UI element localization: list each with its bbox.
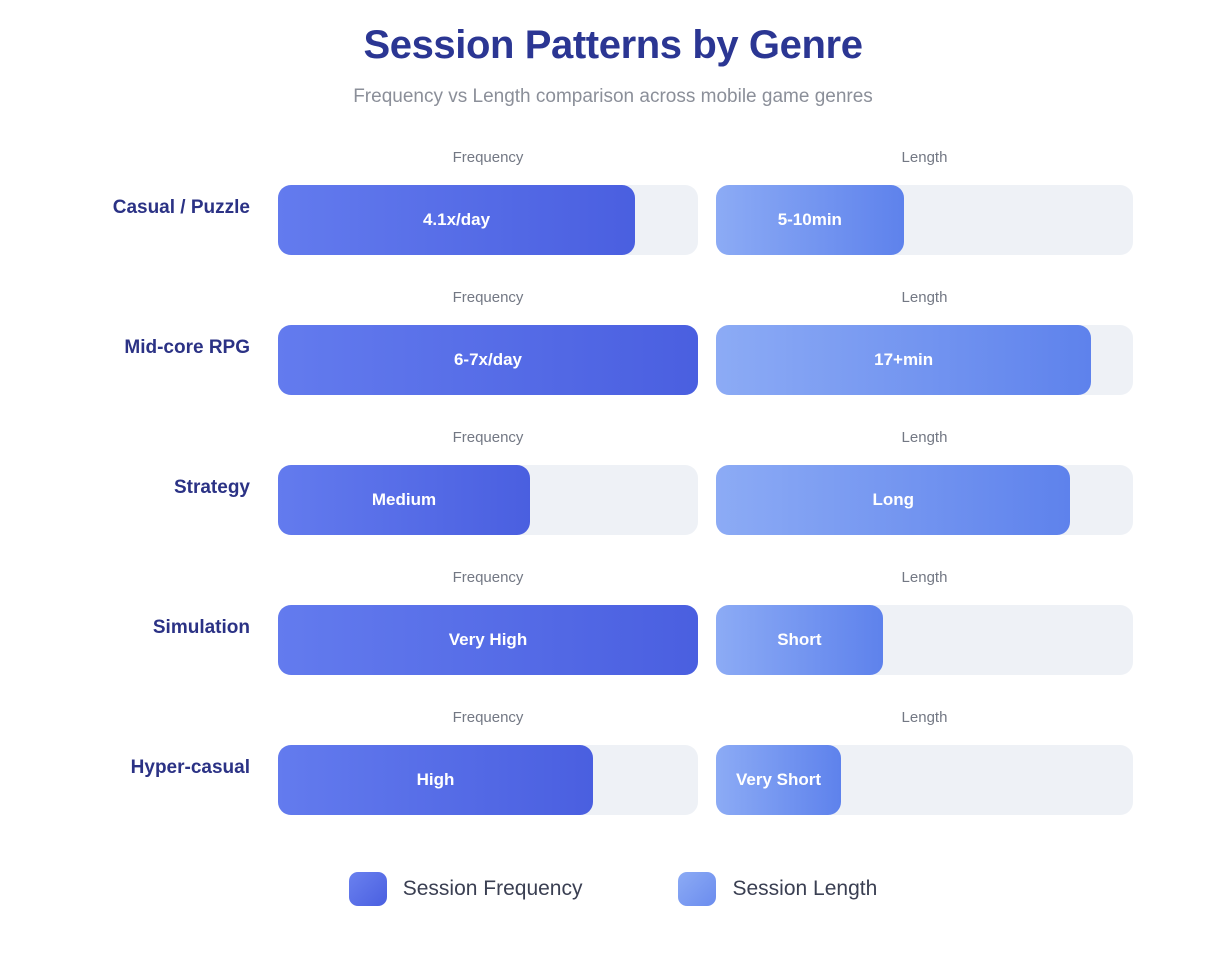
column-header-frequency: Frequency [452,428,524,446]
genre-row: Frequency Length Simulation Very High Sh… [0,565,1226,705]
column-headers: Frequency Length [0,289,1226,309]
column-header-frequency: Frequency [452,708,524,726]
genre-row: Frequency Length Casual / Puzzle 4.1x/da… [0,145,1226,285]
frequency-bar[interactable]: 4.1x/day [278,184,635,255]
frequency-bar[interactable]: 6-7x/day [278,324,698,395]
column-headers: Frequency Length [0,429,1226,449]
column-header-length: Length [901,148,948,166]
column-header-length: Length [901,288,948,306]
frequency-track: Very High [278,604,698,675]
page-title: Session Patterns by Genre [363,23,863,67]
length-bar[interactable]: Long [716,464,1071,535]
frequency-track: 4.1x/day [278,184,698,255]
legend-label: Session Frequency [402,877,583,900]
genre-rows: Frequency Length Casual / Puzzle 4.1x/da… [0,145,1226,845]
length-bar[interactable]: 17+min [716,324,1092,395]
column-header-frequency: Frequency [452,148,524,166]
column-header-length: Length [901,708,948,726]
length-track: Short [716,604,1133,675]
chart-header: Session Patterns by Genre Frequency vs L… [0,0,1226,109]
genre-label: Hyper-casual [130,756,250,778]
legend-item-session-frequency[interactable]: Session Frequency [348,872,583,906]
length-track: 5-10min [716,184,1133,255]
frequency-track: High [278,744,698,815]
length-track: 17+min [716,324,1133,395]
genre-label: Simulation [152,616,250,638]
genre-label: Casual / Puzzle [112,196,250,218]
chart-legend: Session Frequency Session Length [0,872,1226,906]
length-bar[interactable]: 5-10min [716,184,904,255]
column-headers: Frequency Length [0,709,1226,729]
frequency-swatch-icon [348,872,387,906]
column-header-length: Length [901,568,948,586]
frequency-bar[interactable]: Medium [278,464,530,535]
page-subtitle: Frequency vs Length comparison across mo… [353,86,873,107]
genre-row: Frequency Length Strategy Medium Long [0,425,1226,565]
genre-row: Frequency Length Hyper-casual High Very … [0,705,1226,845]
length-bar[interactable]: Short [716,604,883,675]
column-header-frequency: Frequency [452,568,524,586]
column-header-length: Length [901,428,948,446]
genre-row: Frequency Length Mid-core RPG 6-7x/day 1… [0,285,1226,425]
frequency-bar[interactable]: Very High [278,604,698,675]
column-header-frequency: Frequency [452,288,524,306]
length-track: Very Short [716,744,1133,815]
length-swatch-icon [678,872,717,906]
length-bar[interactable]: Very Short [716,744,842,815]
frequency-bar[interactable]: High [278,744,593,815]
genre-label: Mid-core RPG [124,336,250,358]
genre-label: Strategy [173,476,250,498]
length-track: Long [716,464,1133,535]
legend-item-session-length[interactable]: Session Length [678,872,877,906]
frequency-track: 6-7x/day [278,324,698,395]
column-headers: Frequency Length [0,149,1226,169]
column-headers: Frequency Length [0,569,1226,589]
legend-label: Session Length [732,877,878,900]
frequency-track: Medium [278,464,698,535]
